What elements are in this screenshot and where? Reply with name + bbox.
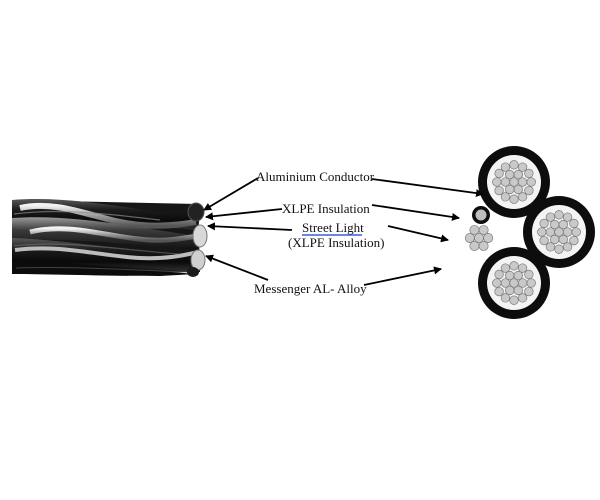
arrow-conductor-to-section — [371, 178, 484, 198]
twist-strand-4 — [12, 258, 196, 276]
strand — [517, 293, 528, 303]
conductor-right — [523, 196, 595, 268]
strands-right — [537, 210, 581, 254]
strand — [478, 241, 489, 251]
arrow-conductor-to-cable — [203, 177, 259, 211]
strand — [517, 192, 528, 202]
strand — [569, 218, 579, 229]
strand — [509, 160, 519, 170]
strand — [545, 242, 556, 252]
strand — [513, 270, 523, 281]
strands-top — [492, 160, 536, 204]
strand — [464, 233, 475, 243]
strand — [469, 225, 480, 235]
strand — [478, 225, 489, 235]
label-street-light: Street Light — [302, 220, 364, 235]
strand — [509, 261, 519, 271]
arrow-messenger-to-cable — [205, 254, 269, 281]
strand — [492, 177, 502, 187]
strand — [524, 286, 534, 297]
strand — [509, 194, 519, 204]
strand — [562, 212, 573, 222]
strand — [554, 244, 564, 254]
label-street-light-sub: (XLPE Insulation) — [288, 235, 384, 250]
strand — [562, 242, 573, 252]
strand — [537, 227, 547, 237]
strand — [492, 278, 502, 288]
strand — [524, 168, 534, 179]
strand — [494, 269, 504, 280]
strand — [539, 235, 549, 246]
cut-end-top — [187, 202, 205, 222]
arrow-xlpe-to-section — [371, 204, 460, 221]
strand — [500, 263, 511, 273]
arrow-street-to-section — [387, 225, 449, 243]
messenger-wire-2 — [29, 226, 199, 243]
strand — [469, 241, 480, 251]
label-xlpe-insulation: XLPE Insulation — [282, 201, 370, 216]
strand — [526, 278, 536, 288]
strand — [517, 162, 528, 172]
sheen-line-1 — [13, 210, 161, 221]
arrow-xlpe-to-cable — [205, 208, 283, 221]
strand — [558, 219, 568, 230]
strand — [539, 218, 549, 229]
conductor-top — [478, 146, 550, 218]
twisted-cable-bundle — [12, 199, 208, 277]
cut-end-low — [190, 249, 206, 271]
strand — [509, 295, 519, 305]
arrow-street-to-cable — [207, 222, 293, 231]
strand — [554, 210, 564, 220]
strand — [526, 177, 536, 187]
strand — [569, 235, 579, 246]
strand — [545, 212, 556, 222]
strand — [500, 192, 511, 202]
strands-bottom — [492, 261, 536, 305]
messenger-wire-3 — [14, 246, 199, 261]
cut-end-bottom — [187, 267, 199, 277]
strand — [483, 233, 494, 243]
cable-cross-section — [464, 146, 595, 319]
strand — [513, 169, 523, 180]
strand — [524, 185, 534, 196]
sheen-line-2 — [13, 243, 181, 255]
label-messenger: Messenger AL- Alloy — [254, 281, 367, 296]
arrow-messenger-to-section — [363, 266, 442, 286]
messenger-strands — [464, 225, 494, 251]
strand — [494, 286, 504, 297]
sheen-line-3 — [15, 266, 191, 273]
strand — [505, 285, 515, 296]
strand — [494, 168, 504, 179]
cut-end-mid — [192, 224, 208, 248]
strand — [500, 293, 511, 303]
street-light-conductor — [472, 206, 490, 224]
strand — [500, 162, 511, 172]
strand — [505, 184, 515, 195]
strand — [550, 234, 560, 245]
messenger-wire-1 — [19, 202, 197, 229]
label-aluminium-conductor: Aluminium Conductor — [256, 169, 375, 184]
strand — [571, 227, 581, 237]
strand — [524, 269, 534, 280]
leader-arrows — [203, 177, 484, 286]
strand — [517, 263, 528, 273]
strand — [494, 185, 504, 196]
conductor-bottom — [478, 247, 550, 319]
